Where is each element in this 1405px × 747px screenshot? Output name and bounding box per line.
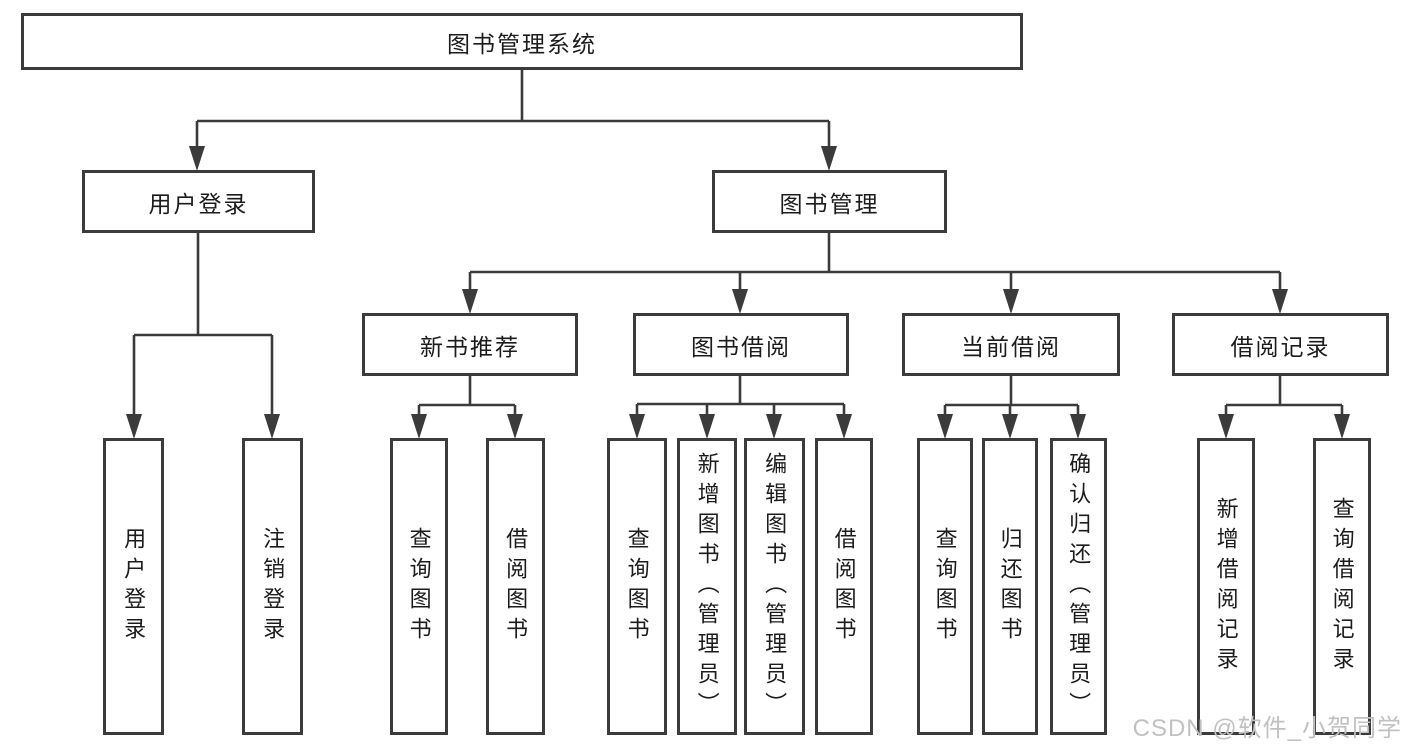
node-label: 归还图书 — [997, 526, 1023, 647]
leaf-query-books-borrowing: 查询图书 — [607, 438, 667, 735]
leaf-query-books-current: 查询图书 — [917, 438, 973, 735]
node-label: 注销登录 — [260, 526, 286, 647]
leaf-confirm-return-admin: 确认归还（管理员） — [1050, 438, 1107, 735]
leaf-add-borrow-record: 新增借阅记录 — [1197, 438, 1255, 735]
node-label: 图书借阅 — [691, 333, 791, 360]
node-borrowing-records: 借阅记录 — [1172, 313, 1389, 376]
leaf-query-borrow-record: 查询借阅记录 — [1313, 438, 1371, 735]
leaf-borrow-books-recommend: 借阅图书 — [486, 438, 545, 735]
node-label: 查询图书 — [932, 526, 958, 647]
node-user-login: 用户登录 — [82, 170, 315, 233]
node-label: 用户登录 — [148, 190, 249, 217]
node-label: 借阅图书 — [503, 526, 529, 647]
node-label: 编辑图书（管理员） — [762, 451, 788, 722]
node-current-borrowing: 当前借阅 — [902, 313, 1120, 376]
node-label: 查询图书 — [406, 526, 432, 647]
node-label: 图书管理 — [779, 190, 880, 217]
leaf-logout: 注销登录 — [242, 438, 303, 735]
watermark: CSDN @软件_小贺同学 — [1132, 715, 1402, 742]
node-label: 新增图书（管理员） — [694, 451, 720, 722]
leaf-edit-book-admin: 编辑图书（管理员） — [744, 438, 805, 735]
node-label: 确认归还（管理员） — [1066, 451, 1092, 722]
leaf-add-book-admin: 新增图书（管理员） — [677, 438, 737, 735]
node-label: 新增借阅记录 — [1213, 496, 1239, 677]
leaf-return-books: 归还图书 — [982, 438, 1038, 735]
node-book-management: 图书管理 — [712, 170, 947, 233]
node-label: 借阅图书 — [831, 526, 857, 647]
leaf-borrow-books-borrowing: 借阅图书 — [815, 438, 873, 735]
leaf-query-books-recommend: 查询图书 — [390, 438, 448, 735]
node-library-management-system: 图书管理系统 — [21, 13, 1023, 70]
node-label: 查询图书 — [624, 526, 650, 647]
node-label: 查询借阅记录 — [1329, 496, 1355, 677]
node-label: 当前借阅 — [961, 333, 1061, 360]
node-label: 新书推荐 — [420, 333, 520, 360]
node-label: 图书管理系统 — [447, 30, 597, 57]
leaf-user-login: 用户登录 — [103, 438, 164, 735]
node-label: 用户登录 — [121, 526, 147, 647]
node-book-borrowing: 图书借阅 — [633, 313, 849, 376]
node-new-book-recommendation: 新书推荐 — [362, 313, 578, 376]
node-label: 借阅记录 — [1230, 333, 1331, 360]
